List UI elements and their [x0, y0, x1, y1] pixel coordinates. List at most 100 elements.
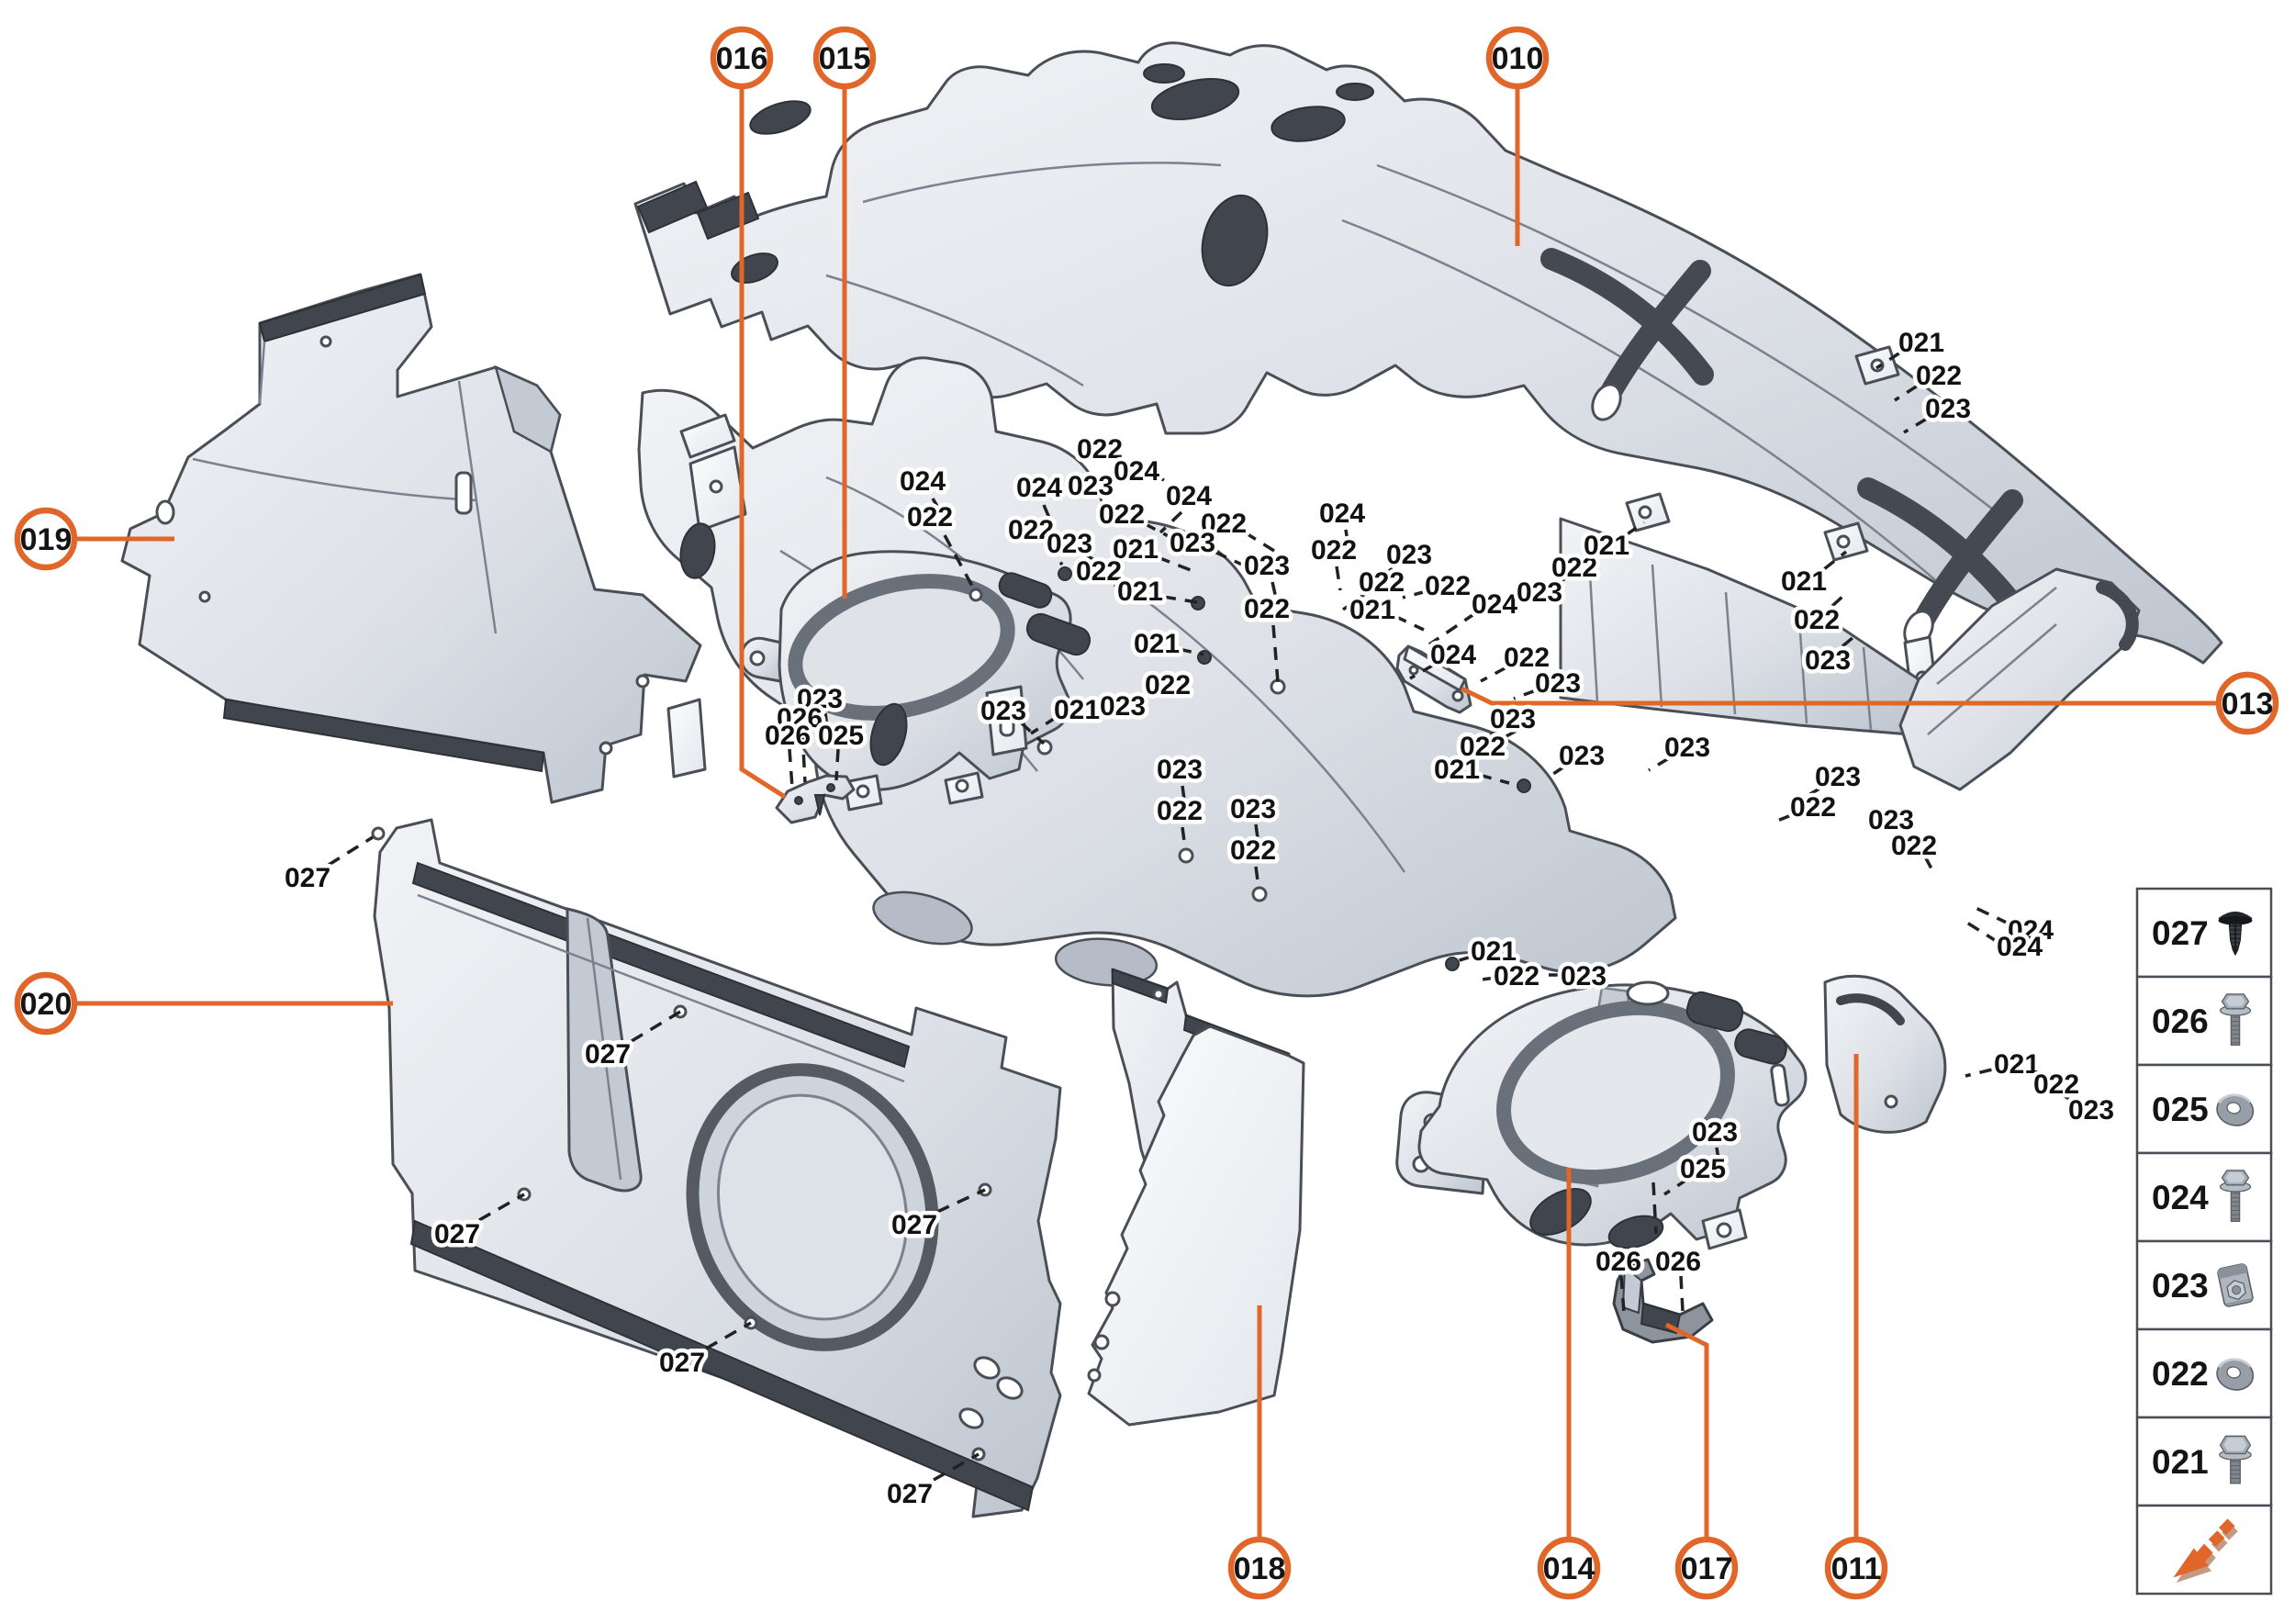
- label-leader-022: [1113, 583, 1139, 604]
- label-leader-023: [1086, 554, 1114, 575]
- legend-row-021[interactable]: 021: [2135, 1416, 2273, 1507]
- part-019-heat-shield[interactable]: [120, 273, 702, 804]
- legend-row-direction-arrow[interactable]: [2135, 1504, 2273, 1596]
- callout-leader-017: [1664, 1322, 1709, 1539]
- part-label-027: 027: [434, 1219, 480, 1249]
- part-label-021: 021: [1994, 1049, 2040, 1080]
- part-label-023: 023: [1230, 794, 1276, 824]
- part-020-heat-shield-panel[interactable]: [371, 818, 1062, 1518]
- part-label-022: 022: [1460, 732, 1506, 762]
- label-leader-lines: [328, 351, 2072, 1482]
- legend-row-027[interactable]: 027: [2135, 887, 2273, 979]
- legend-row-025[interactable]: 025: [2135, 1063, 2273, 1155]
- label-leader-027: [933, 1452, 980, 1482]
- callout-013[interactable]: 013: [2215, 671, 2279, 735]
- label-leader-024: [1344, 529, 1352, 561]
- part-label-022: 022: [1008, 515, 1054, 545]
- legend-row-024[interactable]: 024: [2135, 1151, 2273, 1243]
- callout-circle-019[interactable]: [14, 507, 78, 571]
- part-label-022: 022: [1794, 605, 1840, 635]
- parts-illustration: [120, 41, 2223, 1518]
- part-label-027: 027: [659, 1348, 705, 1378]
- part-label-023: 023: [1805, 645, 1851, 676]
- part-013-bracket[interactable]: [1395, 644, 1472, 714]
- legend-item-number: 027: [2152, 914, 2209, 952]
- part-016-bracket[interactable]: [775, 774, 856, 824]
- part-label-022: 022: [1425, 571, 1471, 601]
- callout-leader-013: [1460, 686, 2218, 706]
- label-leader-027: [478, 1193, 525, 1222]
- label-leader-022: [1770, 813, 1792, 825]
- part-label-021: 021: [1471, 936, 1517, 967]
- part-018-heat-shield[interactable]: [1087, 968, 1305, 1427]
- callout-circle-014[interactable]: [1537, 1536, 1601, 1600]
- label-leader-023: [1019, 721, 1046, 745]
- callout-circle-020[interactable]: [14, 971, 78, 1036]
- label-leader-023: [1558, 573, 1573, 584]
- callout-number-016: 016: [716, 41, 768, 76]
- callout-circle-015[interactable]: [812, 26, 877, 90]
- label-leader-022: [1923, 856, 1935, 873]
- part-label-022: 022: [907, 502, 953, 532]
- legend-item-number: 025: [2152, 1091, 2209, 1128]
- part-label-024: 024: [1997, 932, 2043, 962]
- part-011-manifold-heat-shield-lower[interactable]: [637, 356, 2141, 1134]
- legend-row-026[interactable]: 026: [2135, 975, 2273, 1067]
- part-label-022: 022: [1145, 670, 1191, 700]
- label-leader-021: [1450, 955, 1472, 965]
- part-label-024: 024: [1114, 456, 1159, 487]
- callout-019[interactable]: 019: [14, 507, 78, 571]
- part-015-heat-shield-dome[interactable]: [740, 550, 1093, 812]
- label-leader-024: [1962, 918, 1998, 944]
- label-leader-027: [936, 1188, 986, 1214]
- legend-row-023[interactable]: 023: [2135, 1239, 2273, 1331]
- part-label-022: 022: [1099, 499, 1145, 530]
- callout-circle-011[interactable]: [1824, 1536, 1888, 1600]
- part-label-021: 021: [1898, 328, 1944, 358]
- part-label-023: 023: [1559, 741, 1605, 771]
- label-leader-023: [1547, 765, 1565, 779]
- label-leader-022: [1271, 624, 1280, 683]
- label-leader-021: [1478, 773, 1510, 785]
- part-label-026: 026: [1655, 1247, 1701, 1277]
- part-label-023: 023: [2068, 1095, 2114, 1126]
- label-leader-022: [2021, 1067, 2036, 1077]
- label-leader-024: [1428, 611, 1476, 646]
- callout-circle-013[interactable]: [2215, 671, 2279, 735]
- label-leader-021: [1030, 715, 1058, 735]
- label-leader-023: [1359, 566, 1394, 594]
- callout-circle-016[interactable]: [710, 26, 774, 90]
- label-leader-023: [1254, 823, 1259, 839]
- callout-circle-010[interactable]: [1485, 26, 1550, 90]
- callout-circle-017[interactable]: [1674, 1536, 1739, 1600]
- part-014-heat-shield-dome[interactable]: [1395, 980, 1808, 1254]
- callout-015[interactable]: 015: [812, 26, 877, 90]
- legend-item-number: 021: [2152, 1443, 2209, 1481]
- callout-number-015: 015: [819, 41, 871, 76]
- legend-row-022[interactable]: 022: [2135, 1327, 2273, 1419]
- callout-number-010: 010: [1492, 41, 1544, 76]
- callout-011[interactable]: 011: [1824, 1536, 1888, 1600]
- part-label-023: 023: [1664, 733, 1710, 763]
- callout-020[interactable]: 020: [14, 971, 78, 1036]
- label-leader-025: [834, 748, 840, 781]
- label-leader-022: [1045, 543, 1064, 566]
- callout-017[interactable]: 017: [1674, 1536, 1739, 1600]
- callout-010[interactable]: 010: [1485, 26, 1550, 90]
- callout-018[interactable]: 018: [1227, 1536, 1292, 1600]
- label-leader-025: [1663, 1177, 1689, 1196]
- part-label-027: 027: [891, 1210, 937, 1240]
- legend-item-number: 024: [2152, 1179, 2209, 1216]
- label-leader-022: [1504, 724, 1526, 739]
- callout-016[interactable]: 016: [710, 26, 774, 90]
- part-label-026: 026: [777, 703, 823, 734]
- part-label-024: 024: [1472, 589, 1517, 620]
- callout-circle-018[interactable]: [1227, 1536, 1292, 1600]
- label-leader-022: [1121, 456, 1165, 482]
- label-leader-024: [1409, 663, 1435, 680]
- label-leader-021: [1624, 521, 1646, 537]
- callout-014[interactable]: 014: [1537, 1536, 1601, 1600]
- part-label-027: 027: [285, 863, 330, 893]
